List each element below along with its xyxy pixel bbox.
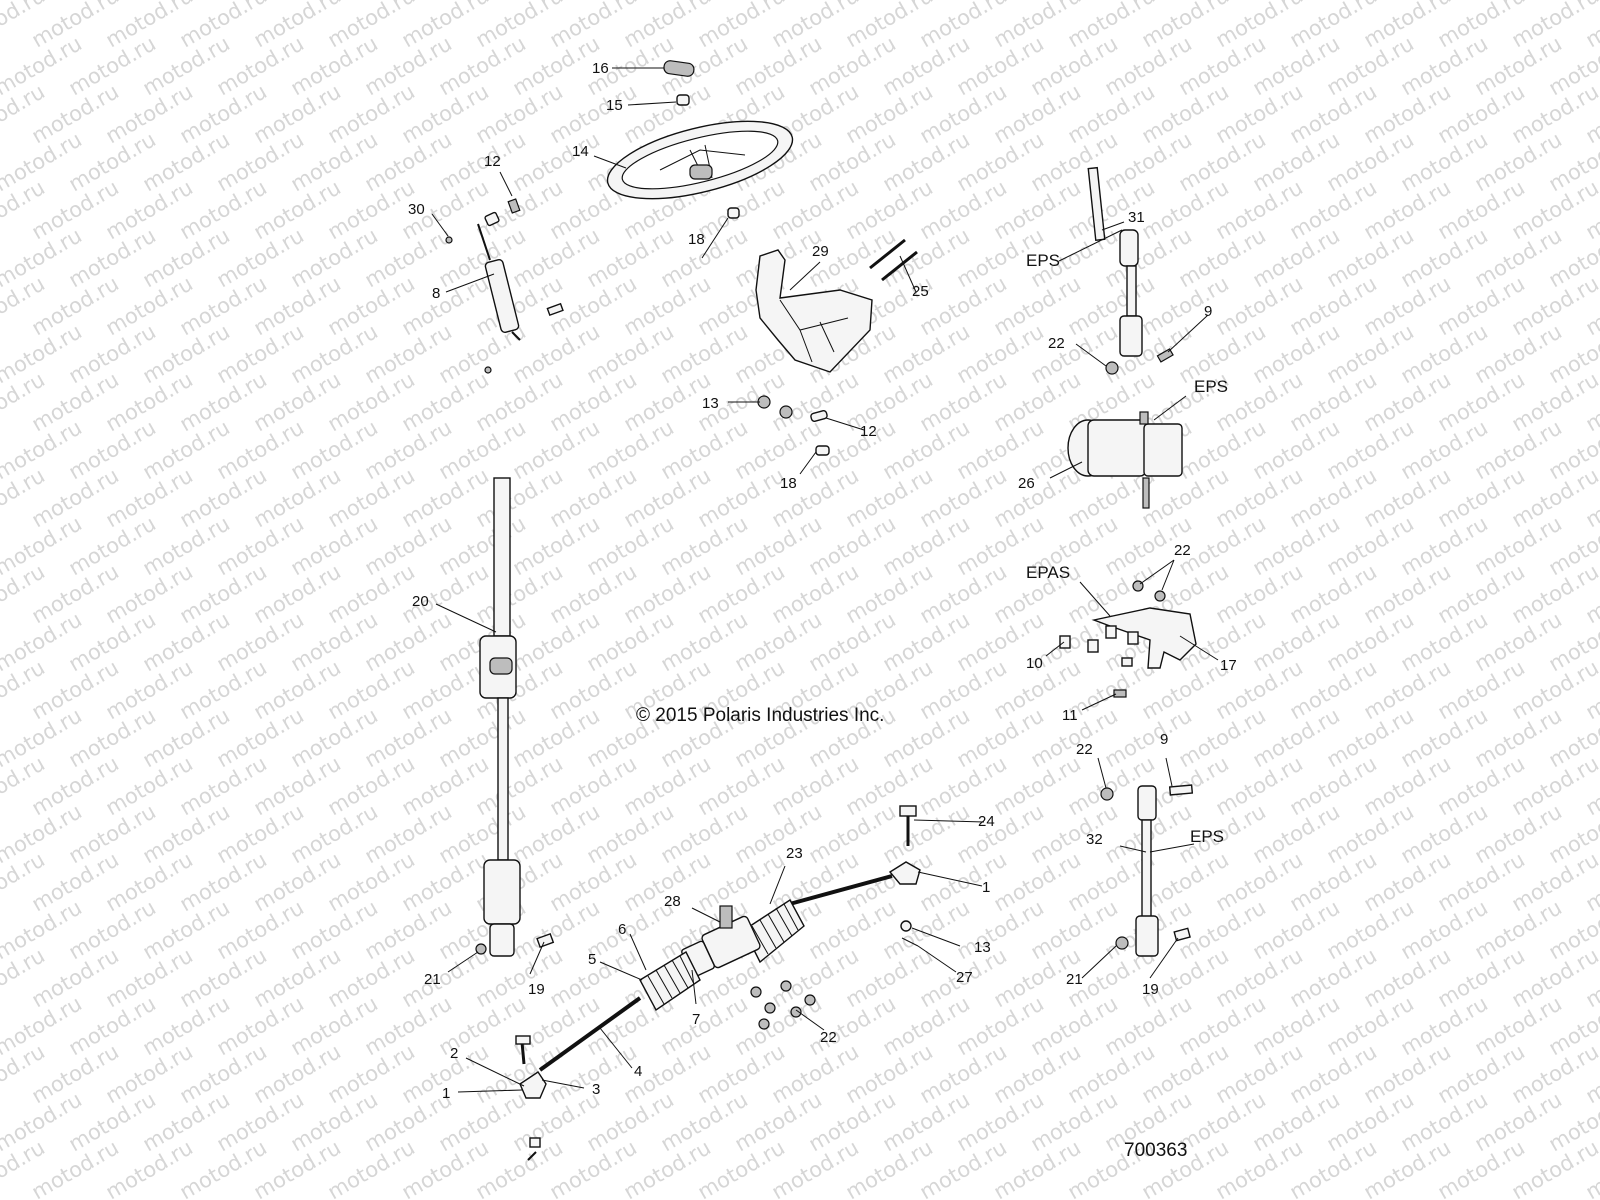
callout-11: 11 xyxy=(1062,707,1078,724)
callout-10: 10 xyxy=(1026,655,1043,672)
steering-wheel xyxy=(606,120,794,200)
callout-20: 20 xyxy=(412,593,429,610)
callout-19: 19 xyxy=(1142,981,1159,998)
tie-rod-end-left xyxy=(519,1071,547,1099)
column-bracket xyxy=(755,249,873,373)
steering-column xyxy=(475,477,555,957)
callout-1: 1 xyxy=(982,879,990,896)
wheel-nut-part xyxy=(676,94,690,106)
tag-epas: EPAS xyxy=(1026,563,1070,582)
callout-28: 28 xyxy=(664,893,681,910)
gas-strut xyxy=(484,259,520,333)
callout-32: 32 xyxy=(1086,831,1103,848)
callout-14: 14 xyxy=(572,143,589,160)
callout-23: 23 xyxy=(786,845,803,862)
callout-13: 13 xyxy=(974,939,991,956)
callout-12: 12 xyxy=(484,153,501,170)
callout-25: 25 xyxy=(912,283,929,300)
steering-shaft xyxy=(493,477,511,637)
callout-4: 4 xyxy=(634,1063,642,1080)
callout-9: 9 xyxy=(1160,731,1168,748)
figure-number: 700363 xyxy=(1124,1140,1187,1161)
callout-21: 21 xyxy=(1066,971,1083,988)
callout-13: 13 xyxy=(702,395,719,412)
callout-22: 22 xyxy=(1076,741,1093,758)
callout-27: 27 xyxy=(956,969,973,986)
callout-22: 22 xyxy=(1048,335,1065,352)
eps-upper-shaft-assembly xyxy=(1087,166,1174,375)
callout-2: 2 xyxy=(450,1045,458,1062)
steering-wheel-assembly xyxy=(606,60,794,219)
callout-31: 31 xyxy=(1128,209,1145,226)
callout-17: 17 xyxy=(1220,657,1237,674)
callout-6: 6 xyxy=(618,921,626,938)
tag-eps-lower: EPS xyxy=(1190,827,1224,846)
rack-and-pinion-assembly xyxy=(515,805,921,1161)
callout-9: 9 xyxy=(1204,303,1212,320)
callout-5: 5 xyxy=(588,951,596,968)
copyright-notice: © 2015 Polaris Industries Inc. xyxy=(636,705,884,726)
callout-19: 19 xyxy=(528,981,545,998)
callout-16: 16 xyxy=(592,60,609,77)
epas-bracket-assembly xyxy=(1059,580,1197,698)
callout-22: 22 xyxy=(820,1029,837,1046)
column-bracket-assembly xyxy=(755,238,918,456)
steering-wheel-cap xyxy=(663,60,695,77)
callout-18: 18 xyxy=(780,475,797,492)
callout-leaders xyxy=(431,67,1219,1093)
callout-24: 24 xyxy=(978,813,995,830)
callout-15: 15 xyxy=(606,97,623,114)
gas-strut-assembly xyxy=(445,198,564,374)
callout-26: 26 xyxy=(1018,475,1035,492)
callout-3: 3 xyxy=(592,1081,600,1098)
eps-shaft xyxy=(1087,166,1106,241)
callout-12: 12 xyxy=(860,423,877,440)
callout-29: 29 xyxy=(812,243,829,260)
eps-motor-assembly xyxy=(1067,411,1183,509)
eps-lower-shaft-assembly xyxy=(1100,784,1194,957)
callout-labels: 16 15 14 12 30 8 18 29 25 13 12 18 31 9 … xyxy=(408,60,1237,1102)
pin-upper-part xyxy=(727,207,740,219)
callout-18: 18 xyxy=(688,231,705,248)
callout-21: 21 xyxy=(424,971,441,988)
callout-22: 22 xyxy=(1174,542,1191,559)
callout-7: 7 xyxy=(692,1011,700,1028)
eps-lower-shaft xyxy=(1137,785,1157,821)
tag-eps-upper: EPS xyxy=(1026,251,1060,270)
tag-eps-motor: EPS xyxy=(1194,377,1228,396)
callout-1: 1 xyxy=(442,1085,450,1102)
callout-30: 30 xyxy=(408,201,425,218)
tie-rod-end-right xyxy=(888,861,921,885)
variant-tags: EPS EPS EPAS EPS xyxy=(1026,251,1228,846)
callout-8: 8 xyxy=(432,285,440,302)
